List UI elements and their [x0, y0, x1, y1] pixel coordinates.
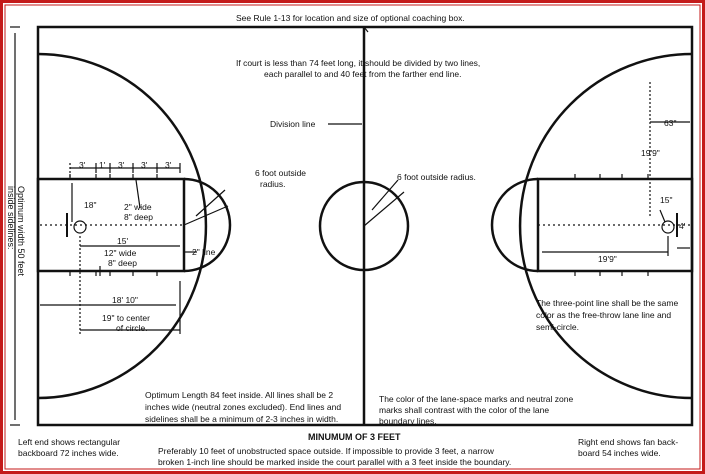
radius-pointer — [371, 179, 399, 211]
dim-15in: 15" — [660, 195, 673, 205]
wide-2in-1: 2" wide — [124, 202, 152, 212]
width-note-1: Optimum width 50 feet — [16, 186, 26, 277]
left-free-throw-circle — [183, 177, 232, 273]
dim-19-9-upper: 19'9" — [641, 148, 660, 158]
line-2in: 2" line — [192, 247, 216, 257]
dim-19-center-1: 19" to center — [102, 313, 150, 323]
left-rim — [73, 220, 87, 234]
radius-pointer — [195, 189, 226, 217]
radius-center: 6 foot outside radius. — [397, 172, 476, 182]
dim-63: 63" — [664, 118, 677, 128]
right-three-point-arc — [518, 52, 693, 400]
division-line-label: Division line — [270, 119, 316, 129]
dim-15ft: 15' — [117, 236, 129, 246]
dim-19-9-lane: 19'9" — [598, 254, 617, 264]
right-end-note-1: Right end shows fan back- — [578, 437, 679, 447]
right-rim — [661, 220, 675, 234]
center-circle — [318, 180, 410, 272]
lane-mark-3ft: 3' — [79, 160, 86, 170]
lane-mark-3ft: 3' — [118, 160, 125, 170]
right-free-throw-circle — [490, 177, 539, 273]
right-end-note-2: board 54 inches wide. — [578, 448, 661, 458]
radius-pointer — [363, 191, 405, 227]
radius-pointer — [183, 205, 229, 226]
radius-left-2: radius. — [260, 179, 286, 189]
minimum-note-1: Preferably 10 feet of unobstructed space… — [158, 446, 494, 456]
wide-12in-1: 12" wide — [104, 248, 137, 258]
dim-18-10: 18' 10" — [112, 295, 138, 305]
minimum-note-2: broken 1-inch line should be marked insi… — [158, 457, 512, 467]
length-note-3: sidelines shall be a minimum of 2-3 inch… — [145, 414, 339, 424]
width-note-2: inside sidelines: — [6, 186, 16, 250]
length-note-1: Optimum Length 84 feet inside. All lines… — [145, 390, 334, 400]
radius-left-1: 6 foot outside — [255, 168, 307, 178]
three-point-note-1: The three-point line shall be the same — [536, 298, 679, 308]
wide-2in-2: 8" deep — [124, 212, 154, 222]
lane-mark-3ft: 3' — [165, 160, 172, 170]
dim-19-center-2: of circle. — [116, 323, 148, 333]
left-end-note-2: backboard 72 inches wide. — [18, 448, 119, 458]
dim-4ft: 4' — [679, 221, 686, 231]
left-end-note-1: Left end shows rectangular — [18, 437, 121, 447]
short-court-note-1: If court is less than 74 feet long, it s… — [236, 58, 481, 68]
coaching-box-note: See Rule 1-13 for location and size of o… — [236, 13, 465, 23]
lane-color-note-2: marks shall contrast with the color of t… — [379, 405, 550, 415]
left-three-point-arc — [37, 52, 208, 400]
minimum-title: MINUMUM OF 3 FEET — [308, 432, 401, 442]
pointer — [659, 209, 666, 223]
lane-mark-3ft: 3' — [141, 160, 148, 170]
three-point-note-2: color as the free-throw lane line and — [536, 310, 672, 320]
pointer — [363, 26, 369, 33]
frame-inner-border — [4, 4, 701, 470]
pointer — [135, 179, 141, 209]
wide-12in-2: 8" deep — [108, 258, 138, 268]
length-note-2: inches wide (neutral zones excluded). En… — [145, 402, 342, 412]
lane-color-note-3: boundary lines. — [379, 416, 437, 426]
lane-color-note-1: The color of the lane-space marks and ne… — [379, 394, 574, 404]
three-point-note-3: semi-circle. — [536, 322, 579, 332]
lane-mark-1ft: 1' — [99, 160, 106, 170]
short-court-note-2: each parallel to and 40 feet from the fa… — [264, 69, 462, 79]
left-18in: 18" — [84, 200, 97, 210]
